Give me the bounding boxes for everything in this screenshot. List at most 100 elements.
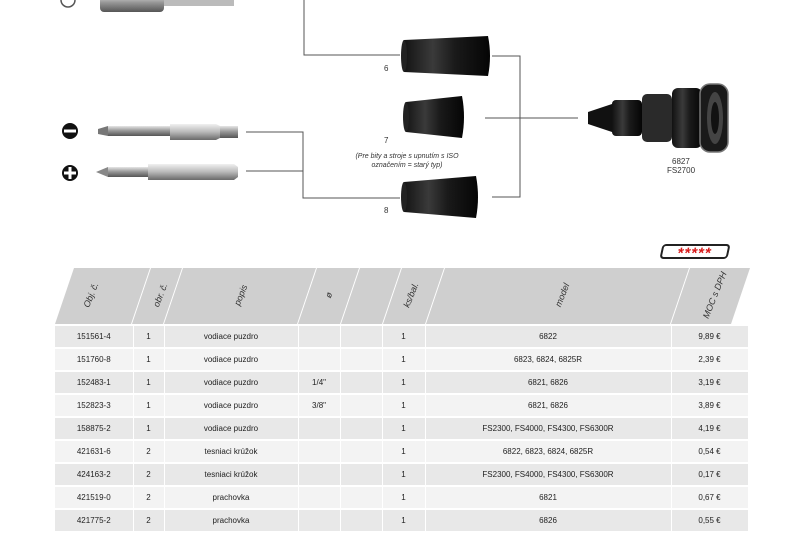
cell-description: prachovka bbox=[164, 509, 299, 533]
cell-model: 6821 bbox=[425, 486, 672, 510]
guide-cap-6 bbox=[401, 36, 490, 76]
cell-figure-number: 2 bbox=[133, 509, 165, 533]
cell-figure-number: 1 bbox=[133, 348, 165, 372]
cell-diameter bbox=[298, 509, 341, 533]
cell-model: 6822 bbox=[425, 326, 672, 349]
cell-pieces: 1 bbox=[382, 394, 426, 418]
cell-model: FS2300, FS4000, FS4300, FS6300R bbox=[425, 417, 672, 441]
screwdriver-tool bbox=[588, 83, 729, 153]
cell-obj-number: 421775-2 bbox=[55, 509, 134, 533]
cell-model: FS2300, FS4000, FS4300, FS6300R bbox=[425, 463, 672, 487]
cell-blank bbox=[340, 463, 383, 487]
cell-obj-number: 152483-1 bbox=[55, 371, 134, 395]
cell-pieces: 1 bbox=[382, 348, 426, 372]
cell-blank bbox=[340, 440, 383, 464]
cell-pieces: 1 bbox=[382, 326, 426, 349]
cell-figure-number: 1 bbox=[133, 394, 165, 418]
cell-description: vodiace puzdro bbox=[164, 394, 299, 418]
cell-price: 3,89 € bbox=[671, 394, 749, 418]
cell-figure-number: 1 bbox=[133, 326, 165, 349]
cell-blank bbox=[340, 486, 383, 510]
cell-figure-number: 2 bbox=[133, 440, 165, 464]
cell-description: vodiace puzdro bbox=[164, 417, 299, 441]
cell-price: 3,19 € bbox=[671, 371, 749, 395]
cell-diameter: 1/4" bbox=[298, 371, 341, 395]
cell-obj-number: 424163-2 bbox=[55, 463, 134, 487]
cell-diameter bbox=[298, 440, 341, 464]
diagram-artwork bbox=[60, 0, 729, 218]
cell-diameter bbox=[298, 417, 341, 441]
cell-model: 6822, 6823, 6824, 6825R bbox=[425, 440, 672, 464]
top-partial-icon bbox=[60, 0, 234, 12]
compatibility-note: (Pre bity a stroje s upnutím s ISO označ… bbox=[355, 153, 459, 169]
cell-pieces: 1 bbox=[382, 371, 426, 395]
cell-price: 0,67 € bbox=[671, 486, 749, 510]
cell-price: 4,19 € bbox=[671, 417, 749, 441]
cell-blank bbox=[340, 417, 383, 441]
phillips-head-icon bbox=[62, 165, 78, 181]
cell-blank bbox=[340, 509, 383, 533]
phillips-bit bbox=[96, 164, 238, 180]
cell-pieces: 1 bbox=[382, 417, 426, 441]
cell-pieces: 1 bbox=[382, 486, 426, 510]
cell-blank bbox=[340, 348, 383, 372]
cell-description: tesniaci krúžok bbox=[164, 463, 299, 487]
tool-model-label: 6827 bbox=[672, 157, 690, 166]
cell-price: 0,17 € bbox=[671, 463, 749, 487]
cell-figure-number: 2 bbox=[133, 463, 165, 487]
cell-model: 6823, 6824, 6825R bbox=[425, 348, 672, 372]
cell-figure-number: 1 bbox=[133, 417, 165, 441]
cell-obj-number: 151561-4 bbox=[55, 326, 134, 349]
table-header: Obj. č. obr. č. popis ø ks/bal. model MO… bbox=[0, 268, 800, 324]
cell-obj-number: 158875-2 bbox=[55, 417, 134, 441]
cell-obj-number: 421519-0 bbox=[55, 486, 134, 510]
cell-description: tesniaci krúžok bbox=[164, 440, 299, 464]
cell-figure-number: 2 bbox=[133, 486, 165, 510]
cell-blank bbox=[340, 371, 383, 395]
cell-figure-number: 1 bbox=[133, 371, 165, 395]
guide-cap-7 bbox=[403, 96, 464, 138]
cell-diameter bbox=[298, 348, 341, 372]
cell-price: 9,89 € bbox=[671, 326, 749, 349]
cell-blank bbox=[340, 394, 383, 418]
item-label-7: 7 bbox=[384, 136, 389, 145]
cell-obj-number: 421631-6 bbox=[55, 440, 134, 464]
cell-pieces: 1 bbox=[382, 509, 426, 533]
item-label-6: 6 bbox=[384, 64, 389, 73]
cell-price: 0,54 € bbox=[671, 440, 749, 464]
slotted-bit bbox=[98, 124, 238, 140]
header-background bbox=[55, 268, 750, 324]
cell-model: 6826 bbox=[425, 509, 672, 533]
cell-diameter bbox=[298, 486, 341, 510]
cell-description: vodiace puzdro bbox=[164, 371, 299, 395]
tool-series-label: FS2700 bbox=[667, 166, 696, 175]
cell-price: 2,39 € bbox=[671, 348, 749, 372]
star-rating-badge: ***** bbox=[659, 244, 731, 262]
cell-diameter bbox=[298, 463, 341, 487]
cell-pieces: 1 bbox=[382, 463, 426, 487]
item-label-8: 8 bbox=[384, 206, 389, 215]
cell-blank bbox=[340, 326, 383, 349]
cell-obj-number: 152823-3 bbox=[55, 394, 134, 418]
cell-model: 6821, 6826 bbox=[425, 394, 672, 418]
cell-diameter bbox=[298, 326, 341, 349]
cell-model: 6821, 6826 bbox=[425, 371, 672, 395]
guide-cap-8 bbox=[401, 176, 478, 218]
connector-lines bbox=[246, 0, 578, 199]
cell-description: vodiace puzdro bbox=[164, 326, 299, 349]
cell-description: vodiace puzdro bbox=[164, 348, 299, 372]
slotted-head-icon bbox=[62, 123, 78, 139]
cell-price: 0,55 € bbox=[671, 509, 749, 533]
cell-description: prachovka bbox=[164, 486, 299, 510]
cell-diameter: 3/8" bbox=[298, 394, 341, 418]
